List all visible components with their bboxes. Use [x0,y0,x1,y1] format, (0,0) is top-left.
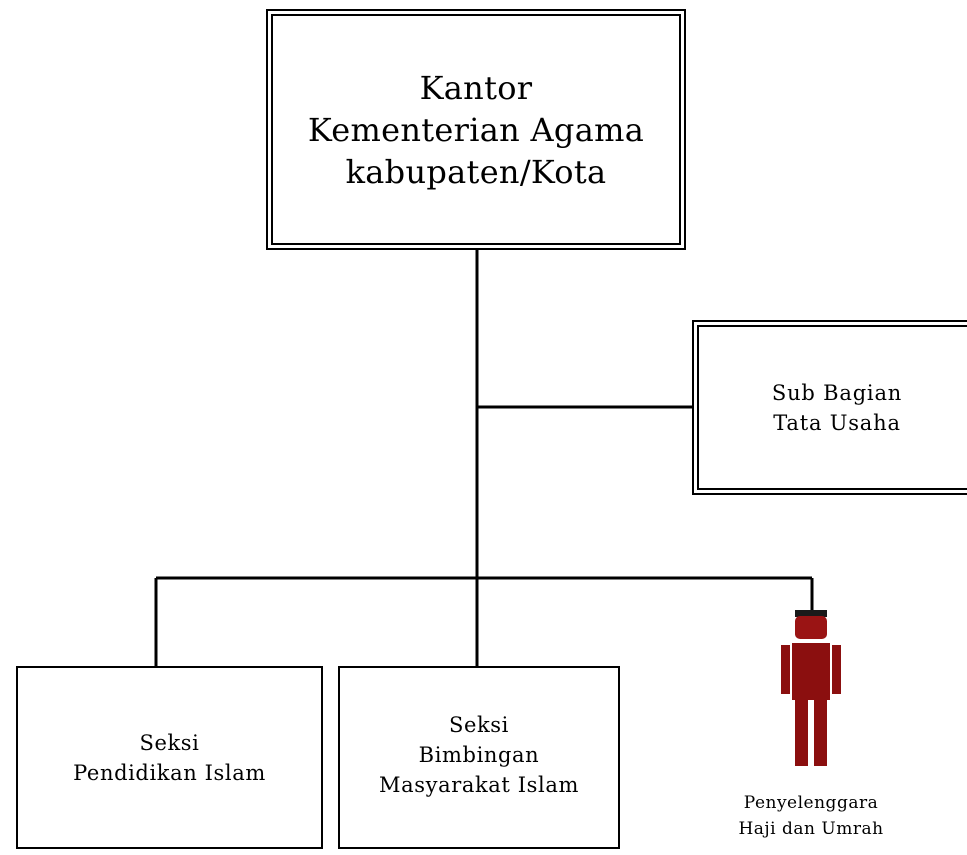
person-torso [792,643,830,700]
person-icon [781,610,841,766]
section-box-pendidikan: Seksi Pendidikan Islam [16,666,323,849]
person-left-leg [795,700,808,766]
staff-unit-box: Sub Bagian Tata Usaha [692,320,967,495]
section-label-pendidikan: Seksi Pendidikan Islam [73,730,266,785]
person-right-arm [832,645,841,694]
section-label-bimbingan: Seksi Bimbingan Masyarakat Islam [379,712,579,797]
person-left-arm [781,645,790,694]
person-head [795,616,827,639]
section-label-haji: Penyelenggara Haji dan Umrah [738,793,884,839]
person-cap [795,610,827,617]
person-right-leg [814,700,827,766]
section-box-bimbingan: Seksi Bimbingan Masyarakat Islam [338,666,620,849]
head-office-box: Kantor Kementerian Agama kabupaten/Kota [266,9,686,250]
head-office-label: Kantor Kementerian Agama kabupaten/Kota [307,68,645,191]
staff-unit-label: Sub Bagian Tata Usaha [771,380,903,435]
